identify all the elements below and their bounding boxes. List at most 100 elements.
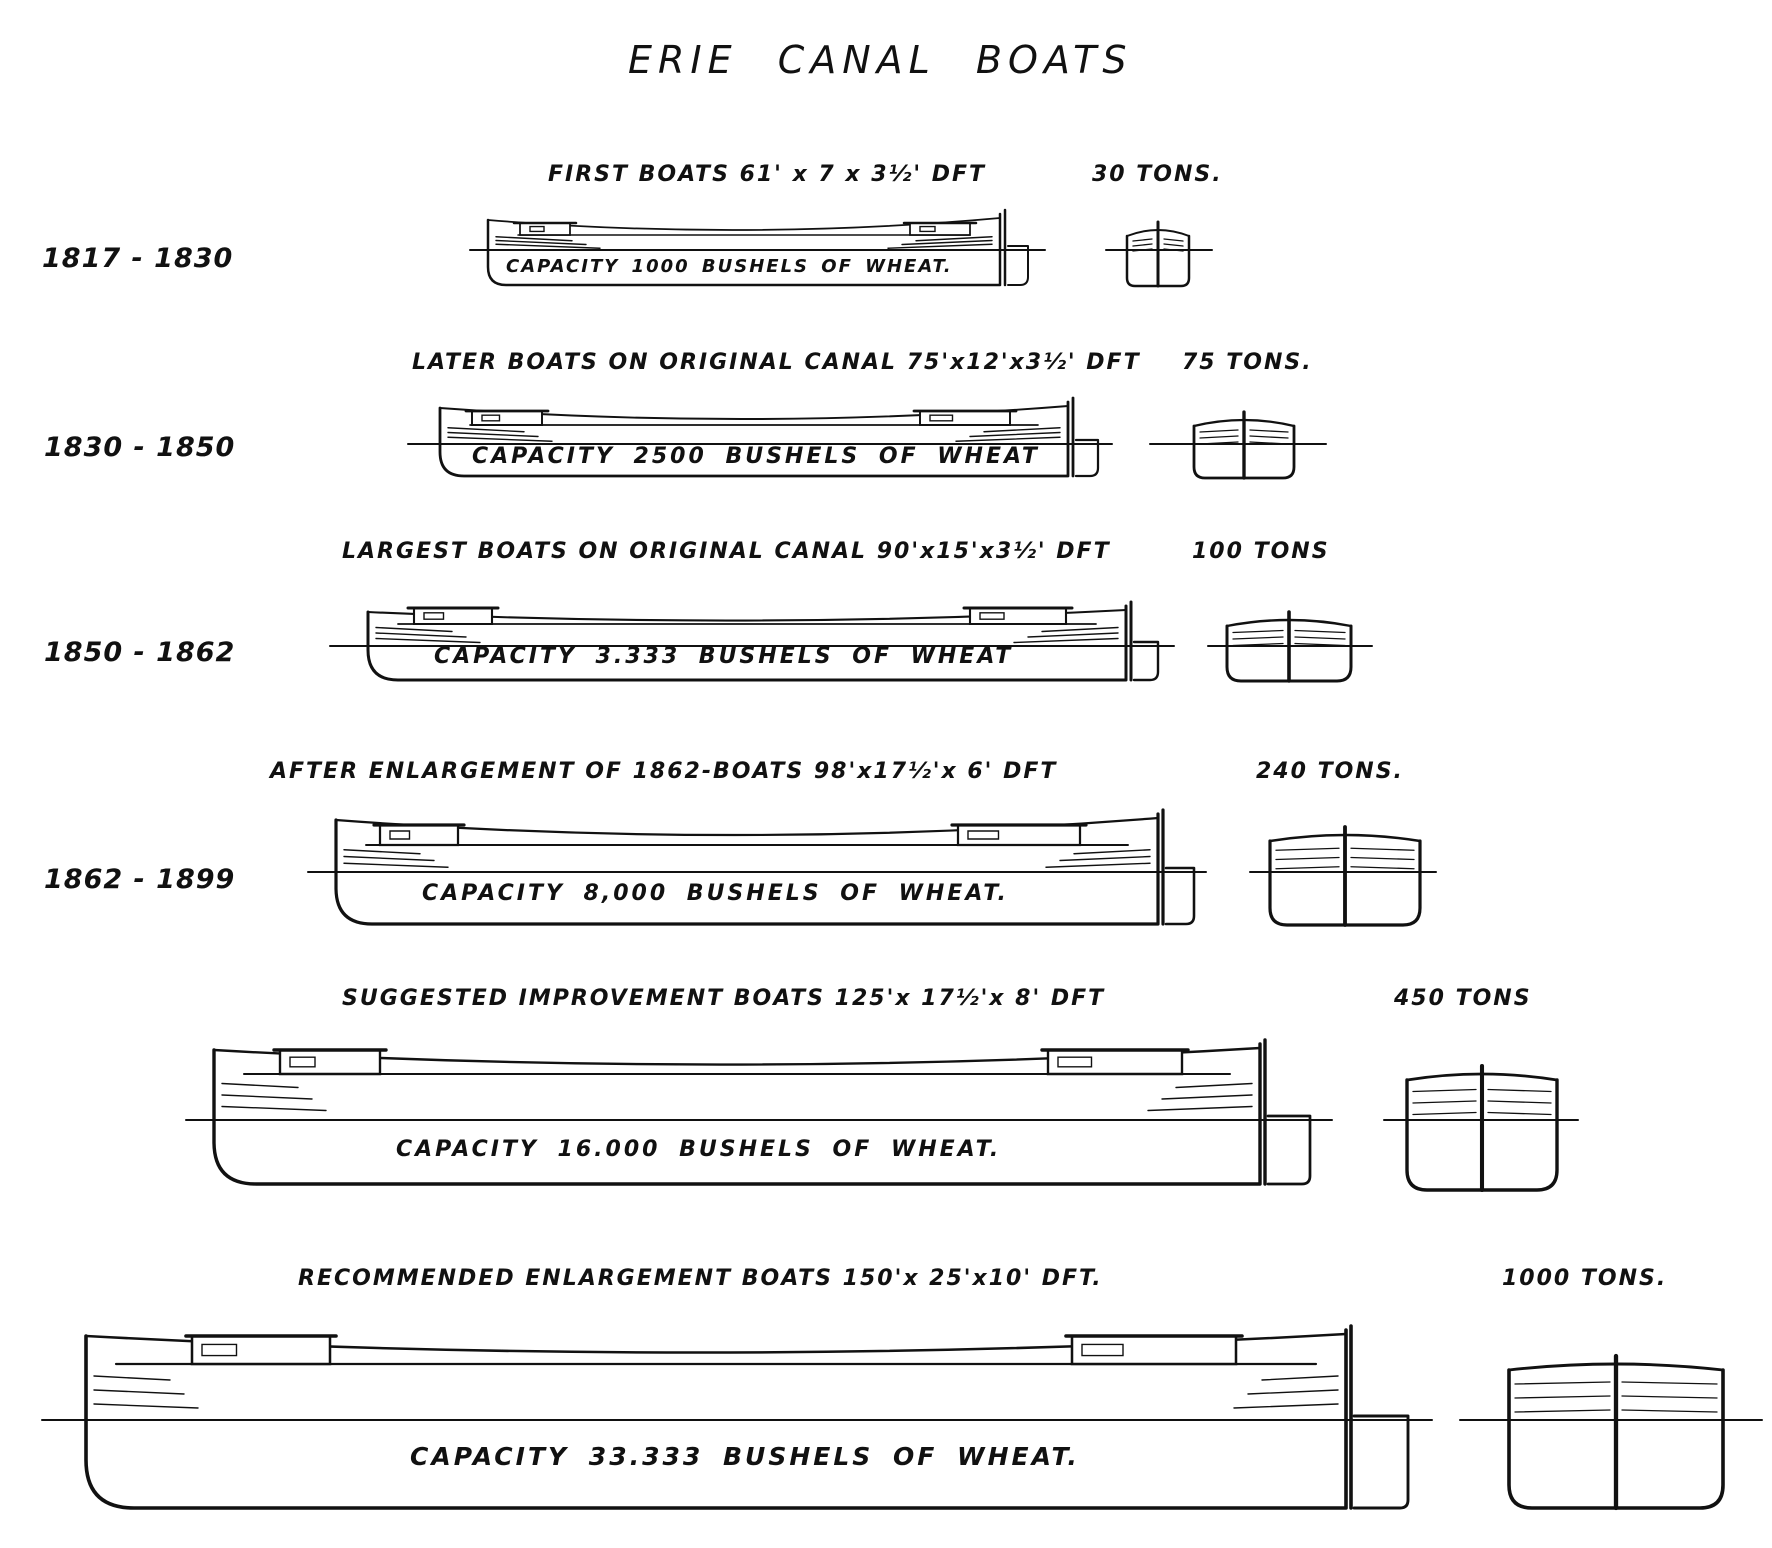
boat-4-cabin-2 [958,825,1080,845]
boat-1-description: FIRST BOATS 61' x 7 x 3½' DFT [548,162,987,187]
boat-2-section-plank-l-2 [1200,436,1238,438]
boat-3-rudder [1134,642,1158,680]
boat-3-section-plank-r-3 [1295,644,1345,646]
boat-1-plank-stern-1 [916,237,992,241]
boat-2-tonnage: 75 TONS. [1182,350,1313,375]
boat-4-section-plank-l-3 [1276,867,1339,869]
boat-1-plank-bow-2 [496,241,586,245]
boat-1-section-plank-r-3 [1164,249,1183,251]
boat-6-plank-bow-2 [94,1390,184,1394]
boat-3-cabin-1 [414,608,492,624]
boat-3-section-plank-r-1 [1295,631,1345,633]
boat-6-plank-stern-2 [1248,1390,1338,1394]
boat-2-plank-stern-1 [984,428,1060,432]
boat-6-plank-stern-1 [1262,1376,1338,1380]
boat-4-section-plank-r-1 [1351,848,1414,850]
boat-5-cabin-1 [280,1050,380,1074]
boat-5-section-plank-l-1 [1413,1090,1476,1092]
boat-3-plank-stern-1 [1042,628,1118,632]
boat-2-plank-stern-3 [956,437,1060,441]
boat-1-rudder [1008,246,1028,285]
boat-2-section-plank-l-1 [1200,430,1238,432]
boat-2-plank-stern-2 [970,433,1060,437]
boat-4-tonnage: 240 TONS. [1256,759,1404,784]
boat-2-hull [440,402,1068,476]
boat-6-plank-bow-3 [94,1404,198,1408]
boat-4-section-plank-r-2 [1351,858,1414,860]
boat-1-plank-bow-1 [496,237,572,241]
boat-3-description: LARGEST BOATS ON ORIGINAL CANAL 90'x15'x… [342,539,1111,564]
boat-3-plank-stern-3 [1014,639,1118,643]
boat-3-plank-bow-1 [376,628,452,632]
boat-3-period: 1850 - 1862 [44,637,236,668]
boat-6-tonnage: 1000 TONS. [1502,1266,1668,1291]
boat-3-section-plank-l-3 [1233,644,1283,646]
boat-4-plank-bow-1 [344,850,420,854]
boat-1-tonnage: 30 TONS. [1092,162,1223,187]
boat-6-section-plank-l-1 [1515,1382,1610,1384]
boat-5-cabin-2 [1048,1050,1182,1074]
boat-4-hull [336,814,1158,924]
boat-6-hull [86,1330,1346,1508]
boat-2-description: LATER BOATS ON ORIGINAL CANAL 75'x12'x3½… [412,350,1141,375]
boat-3-cabin-window-2 [980,613,1004,619]
boat-4-cabin-window-2 [968,831,999,839]
boat-6-plank-stern-3 [1234,1404,1338,1408]
boat-5-capacity: CAPACITY 16.000 BUSHELS OF WHEAT. [396,1137,1002,1162]
boat-4-plank-stern-1 [1074,850,1150,854]
boat-1-section-plank-l-1 [1133,239,1152,241]
boat-1-cabin-1 [520,223,570,235]
boat-1-section-plank-r-1 [1164,239,1183,241]
boat-5-section-plank-l-3 [1413,1113,1476,1115]
boat-3-section-plank-l-1 [1233,631,1283,633]
boat-1-capacity: CAPACITY 1000 BUSHELS OF WHEAT. [506,256,953,277]
boat-1-cabin-window-1 [530,227,544,232]
boat-1-plank-stern-2 [902,241,992,245]
boat-5-section-plank-l-2 [1413,1101,1476,1103]
boat-5-plank-stern-1 [1176,1084,1252,1088]
boat-4-plank-bow-3 [344,863,448,867]
boat-6-section-plank-l-2 [1515,1396,1610,1398]
boat-2-cabin-2 [920,411,1010,425]
boat-6-cabin-window-1 [202,1344,237,1355]
boat-6-cabin-2 [1072,1336,1236,1364]
boat-1-section-plank-l-3 [1133,249,1152,251]
boat-5-section-plank-r-2 [1488,1101,1551,1103]
boat-3-hull [368,606,1126,680]
boat-1-hull [488,214,1000,285]
boat-4-section-plank-l-1 [1276,848,1339,850]
boat-4-section-plank-l-2 [1276,858,1339,860]
boat-4-period: 1862 - 1899 [44,864,236,895]
boat-2-plank-bow-2 [448,433,538,437]
boat-4-plank-stern-2 [1060,857,1150,861]
boat-2-rudder [1076,440,1098,476]
boat-6-section-plank-l-3 [1515,1410,1610,1412]
boat-4-description: AFTER ENLARGEMENT OF 1862-BOATS 98'x17½'… [270,759,1058,784]
boat-5-plank-stern-2 [1162,1095,1252,1099]
boat-3-section-plank-r-2 [1295,637,1345,639]
boat-1-section-plank-l-2 [1133,244,1152,246]
boat-2-plank-bow-3 [448,437,552,441]
boat-5-plank-bow-1 [222,1084,298,1088]
boat-1-cabin-2 [910,223,970,235]
boat-4-cabin-1 [380,825,458,845]
boat-2-section-plank-r-3 [1250,442,1288,444]
boat-6-section-plank-r-1 [1622,1382,1717,1384]
boat-2-plank-bow-1 [448,428,524,432]
boat-2-section-plank-l-3 [1200,442,1238,444]
boat-3-cabin-2 [970,608,1066,624]
boat-4-plank-stern-3 [1046,863,1150,867]
boat-5-tonnage: 450 TONS [1394,986,1532,1011]
boat-5-cabin-window-2 [1058,1057,1092,1067]
boat-5-rudder [1268,1116,1310,1184]
boat-6-description: RECOMMENDED ENLARGEMENT BOATS 150'x 25'x… [298,1266,1103,1291]
boat-1-plank-stern-3 [888,244,992,248]
boat-4-rudder [1166,868,1194,924]
boat-6-section-plank-r-2 [1622,1396,1717,1398]
boat-5-description: SUGGESTED IMPROVEMENT BOATS 125'x 17½'x … [342,986,1106,1011]
boat-3-section-plank-l-2 [1233,637,1283,639]
boat-3-cabin-window-1 [424,613,444,619]
boat-1-section-plank-r-2 [1164,244,1183,246]
boat-3-plank-bow-2 [376,633,466,637]
